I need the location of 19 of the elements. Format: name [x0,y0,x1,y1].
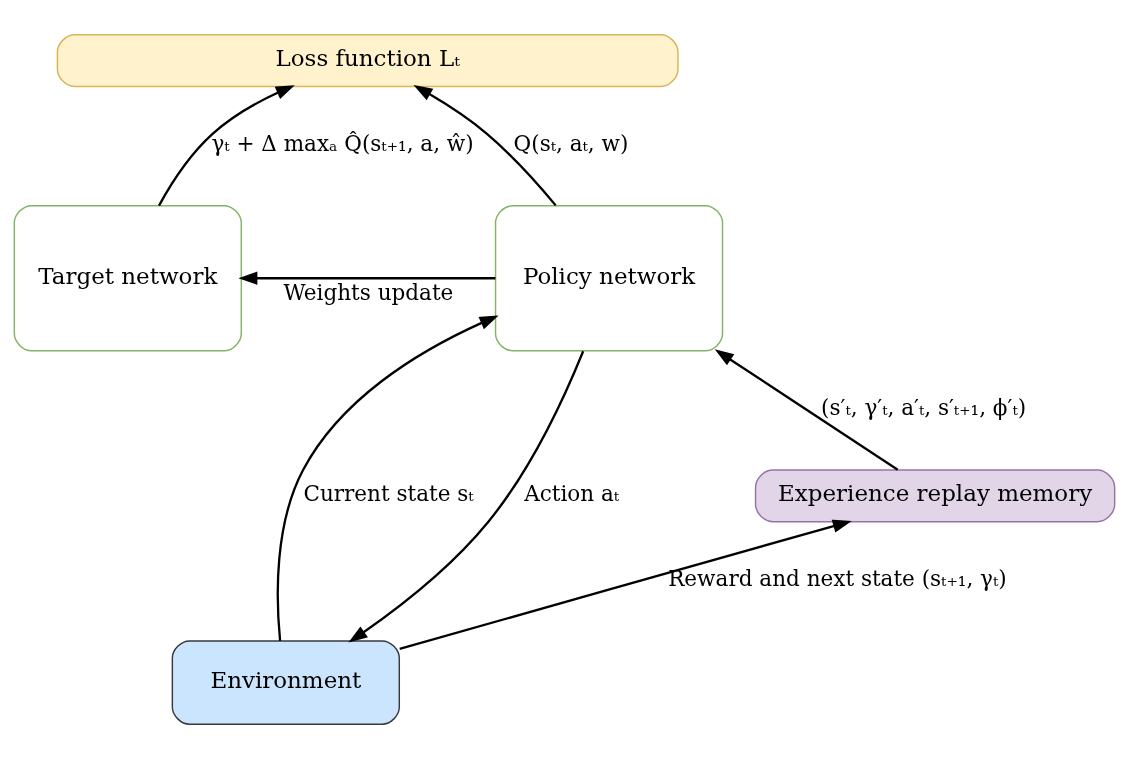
edge-label: Weights update [283,279,454,305]
edge-label: γₜ + Δ maxₐ Q̂(sₜ₊₁, a, ŵ) [211,130,474,156]
arrow [399,519,852,650]
node-box: Policy network [494,204,724,351]
edge-label: (s′ₜ, γ′ₜ, a′ₜ, s′ₜ₊₁, ϕ′ₜ) [821,394,1027,420]
edge-label: Reward and next state (sₜ₊₁, γₜ) [668,565,1007,591]
arrow [276,314,499,641]
node-box: Loss function Lₜ [56,33,679,87]
arrow [413,84,557,206]
edge-label: Action aₜ [524,480,620,506]
arrow [238,271,496,285]
node-box: Target network [13,204,242,351]
arrow [348,350,585,643]
arrow [158,84,295,206]
edge-label: Q(sₜ, aₜ, w) [513,130,629,156]
arrow [714,348,899,471]
node-box: Environment [171,639,401,725]
edge-label: Current state sₜ [303,480,474,506]
node-box: Experience replay memory [754,468,1116,522]
